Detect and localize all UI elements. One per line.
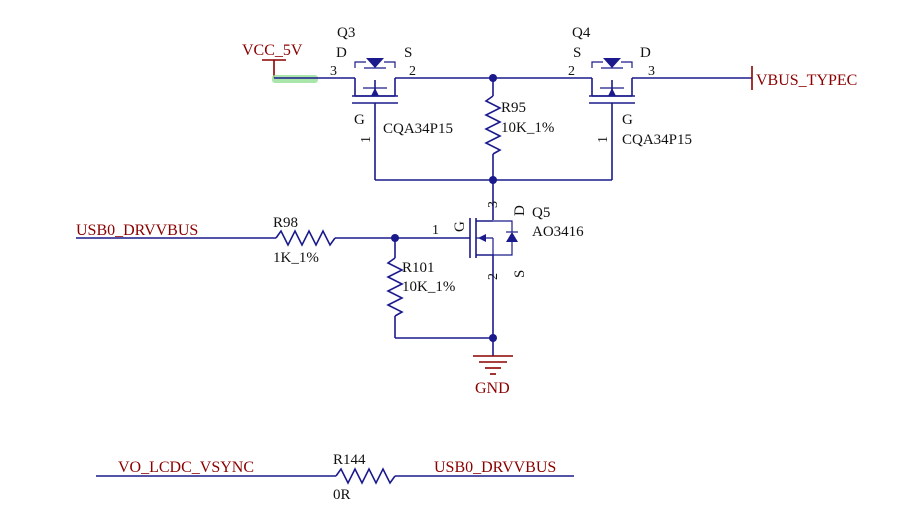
net-label-vbus: VBUS_TYPEC xyxy=(756,72,857,89)
q5-ref: Q5 xyxy=(532,205,550,221)
gnd-symbol: GND xyxy=(473,338,513,397)
q5-value: AO3416 xyxy=(532,224,584,240)
q4-g-label: G xyxy=(622,112,633,128)
r144-ref: R144 xyxy=(333,452,366,468)
r95-resistor: R95 10K_1% xyxy=(484,74,554,180)
drvvbus-input: USB0_DRVVBUS xyxy=(76,222,276,239)
gate-rail xyxy=(375,176,612,220)
q5-pin3: 3 xyxy=(486,201,501,208)
q3-ref: Q3 xyxy=(337,25,355,41)
r101-resistor: R101 10K_1% xyxy=(386,234,497,342)
q4-pin3: 3 xyxy=(648,64,655,79)
q3-pin3: 3 xyxy=(330,64,337,79)
q5-s-label: S xyxy=(512,270,528,278)
r98-ref: R98 xyxy=(273,215,298,231)
q5-pin1: 1 xyxy=(432,223,439,238)
vbus-typec-port: VBUS_TYPEC xyxy=(751,66,857,90)
vsync-to-drvvbus: VO_LCDC_VSYNC USB0_DRVVBUS R144 0R xyxy=(96,452,574,503)
r98-resistor: R98 1K_1% xyxy=(273,215,395,266)
q4-s-label: S xyxy=(573,45,581,61)
r95-value: 10K_1% xyxy=(501,120,554,136)
r98-value: 1K_1% xyxy=(273,250,319,266)
net-label-vcc: VCC_5V xyxy=(242,42,303,59)
selection-highlight xyxy=(272,75,318,83)
q3-mosfet: Q3 D S 3 2 G 1 CQA34P15 xyxy=(330,25,453,180)
q4-value: CQA34P15 xyxy=(622,132,692,148)
q5-d-label: D xyxy=(512,205,528,216)
q3-g-label: G xyxy=(354,112,365,128)
q4-pin1: 1 xyxy=(596,136,611,143)
r144-value: 0R xyxy=(333,487,351,503)
q4-mosfet: Q4 S D 2 3 G 1 CQA34P15 xyxy=(568,25,692,180)
q4-pin2: 2 xyxy=(568,64,575,79)
r101-value: 10K_1% xyxy=(402,279,455,295)
q5-g-label: G xyxy=(452,221,468,232)
q3-d-label: D xyxy=(336,45,347,61)
q3-pin2: 2 xyxy=(409,64,416,79)
q4-d-label: D xyxy=(640,45,651,61)
q3-s-label: S xyxy=(404,45,412,61)
q3-pin1: 1 xyxy=(359,136,374,143)
net-label-vsync: VO_LCDC_VSYNC xyxy=(118,459,254,476)
net-label-drv-left: USB0_DRVVBUS xyxy=(76,222,198,239)
net-label-gnd: GND xyxy=(475,380,510,397)
q5-pin2: 2 xyxy=(486,273,501,280)
r95-ref: R95 xyxy=(501,100,526,116)
net-label-drv-bottom: USB0_DRVVBUS xyxy=(434,459,556,476)
q4-ref: Q4 xyxy=(572,25,591,41)
vcc-5v-port: VCC_5V xyxy=(242,42,318,83)
q3-value: CQA34P15 xyxy=(383,121,453,137)
q5-mosfet: 3 2 1 G D S Q5 AO3416 xyxy=(395,201,584,338)
r101-ref: R101 xyxy=(402,260,435,276)
